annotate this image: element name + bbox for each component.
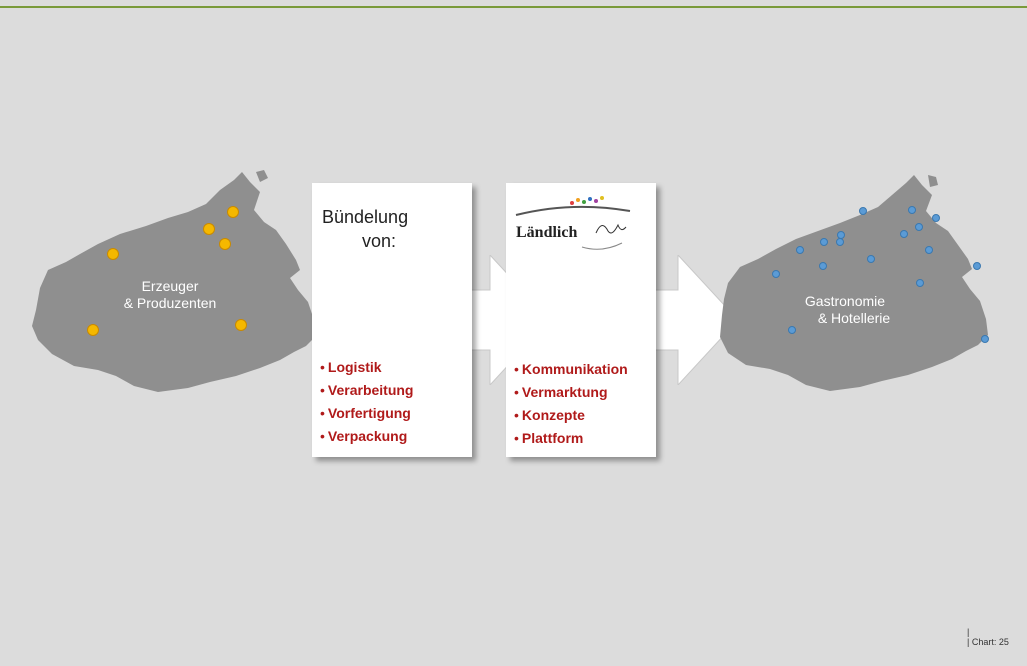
right-map-gastronomie <box>718 175 1018 405</box>
platform-item-vermarktung: Vermarktung <box>521 384 608 400</box>
producer-dot <box>203 223 215 235</box>
gastro-dot <box>900 230 908 238</box>
gastro-dot <box>820 238 828 246</box>
bundling-list: •Logistik •Verarbeitung •Vorfertigung •V… <box>320 356 414 448</box>
producer-dot <box>107 248 119 260</box>
right-map-label: Gastronomie & Hotellerie <box>780 293 910 327</box>
bundling-item-logistik: Logistik <box>327 359 382 375</box>
list-item: •Kommunikation <box>514 361 628 377</box>
gastro-dot <box>973 262 981 270</box>
laendlich-logo: Ländlich <box>512 189 634 261</box>
platform-item-konzepte: Konzepte <box>521 407 585 423</box>
footer-bar: | <box>967 627 970 637</box>
gastro-dot <box>836 238 844 246</box>
bundling-box: Bündelung von: •Logistik •Verarbeitung •… <box>312 183 472 457</box>
left-map-label-line2: & Produzenten <box>123 295 217 311</box>
left-map-label: Erzeuger & Produzenten <box>100 278 240 312</box>
bundling-title: Bündelung von: <box>322 205 408 253</box>
bundling-title-line2: von: <box>362 231 397 251</box>
right-map-label-line2: & Hotellerie <box>817 310 891 326</box>
platform-list: •Kommunikation •Vermarktung •Konzepte •P… <box>514 358 628 450</box>
gastro-dot <box>916 279 924 287</box>
footer-chart-number: | | Chart: 25 <box>967 627 1009 647</box>
gastro-dot <box>981 335 989 343</box>
platform-item-kommunikation: Kommunikation <box>521 361 628 377</box>
producer-dot <box>227 206 239 218</box>
right-map-shape <box>720 175 988 391</box>
gastro-dot <box>932 214 940 222</box>
left-map-erzeuger <box>28 170 328 400</box>
gastro-dot <box>915 223 923 231</box>
gastro-dot <box>908 206 916 214</box>
logo-text: Ländlich <box>516 224 577 241</box>
left-map-shape <box>32 172 316 392</box>
right-map-label-line1: Gastronomie <box>804 293 886 309</box>
list-item: •Vorfertigung <box>320 405 411 421</box>
bundling-item-vorfertigung: Vorfertigung <box>327 405 411 421</box>
footer-chart-label: | Chart: 25 <box>967 637 1009 647</box>
producer-dot <box>235 319 247 331</box>
gastro-dot <box>837 231 845 239</box>
bundling-title-line1: Bündelung <box>322 207 409 227</box>
producer-dot <box>219 238 231 250</box>
gastro-dot <box>788 326 796 334</box>
gastro-dot <box>772 270 780 278</box>
bundling-item-verarbeitung: Verarbeitung <box>327 382 414 398</box>
list-item: •Plattform <box>514 430 584 446</box>
gastro-dot <box>867 255 875 263</box>
top-accent-line <box>0 6 1027 8</box>
left-map-label-line1: Erzeuger <box>141 278 199 294</box>
gastro-dot <box>859 207 867 215</box>
list-item: •Logistik <box>320 359 382 375</box>
gastro-dot <box>819 262 827 270</box>
platform-box: Ländlich •Kommunikation •Vermarktung •Ko… <box>506 183 656 457</box>
list-item: •Konzepte <box>514 407 585 423</box>
list-item: •Verpackung <box>320 428 408 444</box>
platform-item-plattform: Plattform <box>521 430 584 446</box>
bundling-item-verpackung: Verpackung <box>327 428 408 444</box>
gastro-dot <box>925 246 933 254</box>
gastro-dot <box>796 246 804 254</box>
producer-dot <box>87 324 99 336</box>
list-item: •Vermarktung <box>514 384 608 400</box>
list-item: •Verarbeitung <box>320 382 414 398</box>
